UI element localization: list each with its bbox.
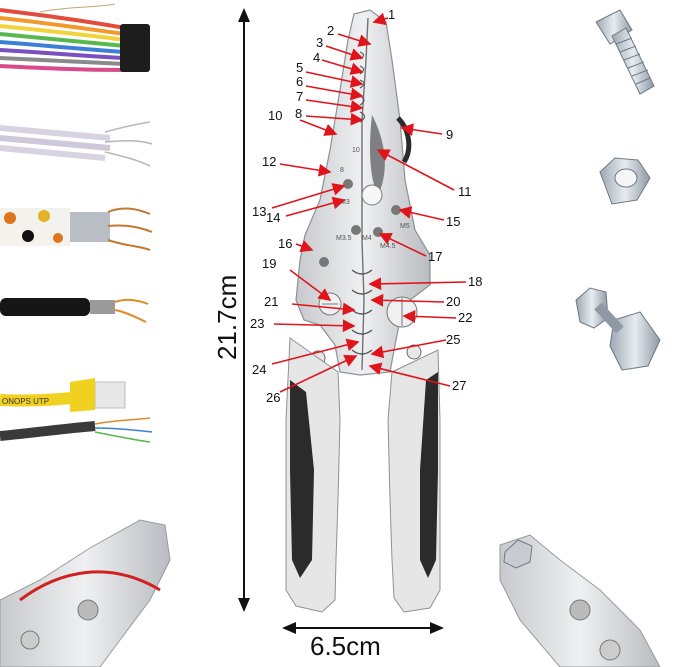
callout-1: 1 xyxy=(388,7,395,22)
callout-10: 10 xyxy=(268,108,282,123)
etch-m5: M5 xyxy=(400,223,410,230)
callout-27: 27 xyxy=(452,378,466,393)
callout-23: 23 xyxy=(250,316,264,331)
ethernet-print-text: ONOPS UTP xyxy=(2,397,49,406)
callout-22: 22 xyxy=(458,310,472,325)
etch-m35: M3.5 xyxy=(336,235,352,242)
callout-18: 18 xyxy=(468,274,482,289)
flat-grey-cable xyxy=(0,121,153,167)
callout-14: 14 xyxy=(266,210,280,225)
callout-21: 21 xyxy=(264,294,278,309)
callout-2: 2 xyxy=(327,23,334,38)
width-label: 6.5cm xyxy=(310,631,381,661)
etch-m4: M4 xyxy=(362,235,372,242)
bolt-with-nut-image xyxy=(575,287,661,371)
black-coax-cable xyxy=(0,298,149,323)
usage-photo-right xyxy=(499,534,661,667)
callout-6: 6 xyxy=(296,74,303,89)
callout-12: 12 xyxy=(262,154,276,169)
callout-9: 9 xyxy=(446,127,453,142)
callout-11: 11 xyxy=(458,184,472,199)
width-dimension: 6.5cm xyxy=(282,622,444,661)
yellow-ethernet-cable: ONOPS UTP xyxy=(0,378,126,412)
callout-17: 17 xyxy=(428,249,442,264)
callout-16: 16 xyxy=(278,236,292,251)
callout-15: 15 xyxy=(446,214,460,229)
callout-26: 26 xyxy=(266,390,280,405)
callout-5: 5 xyxy=(296,60,303,75)
height-label: 21.7cm xyxy=(212,275,242,360)
etch-m45: M4.5 xyxy=(380,243,396,250)
callout-19: 19 xyxy=(262,256,276,271)
callout-3: 3 xyxy=(316,35,323,50)
hex-nut-image xyxy=(599,157,651,205)
multicore-round-cable xyxy=(0,417,153,443)
callout-arrows xyxy=(271,12,467,393)
polka-dot-cable xyxy=(0,207,153,251)
callout-24: 24 xyxy=(252,362,266,377)
height-dimension: 21.7cm xyxy=(212,8,250,612)
callout-labels: 1 2 3 4 5 6 7 8 9 10 11 12 13 14 15 16 1… xyxy=(250,7,482,405)
callout-20: 20 xyxy=(446,294,460,309)
bolt-image xyxy=(595,9,655,95)
etch-gauge-8: 8 xyxy=(340,167,344,174)
callout-8: 8 xyxy=(295,106,302,121)
callout-13: 13 xyxy=(252,204,266,219)
etch-gauge-10: 10 xyxy=(352,147,360,154)
callout-25: 25 xyxy=(446,332,460,347)
callout-4: 4 xyxy=(313,50,320,65)
usage-photo-left xyxy=(0,519,171,667)
rainbow-ribbon-cable xyxy=(0,3,150,72)
callout-7: 7 xyxy=(296,89,303,104)
